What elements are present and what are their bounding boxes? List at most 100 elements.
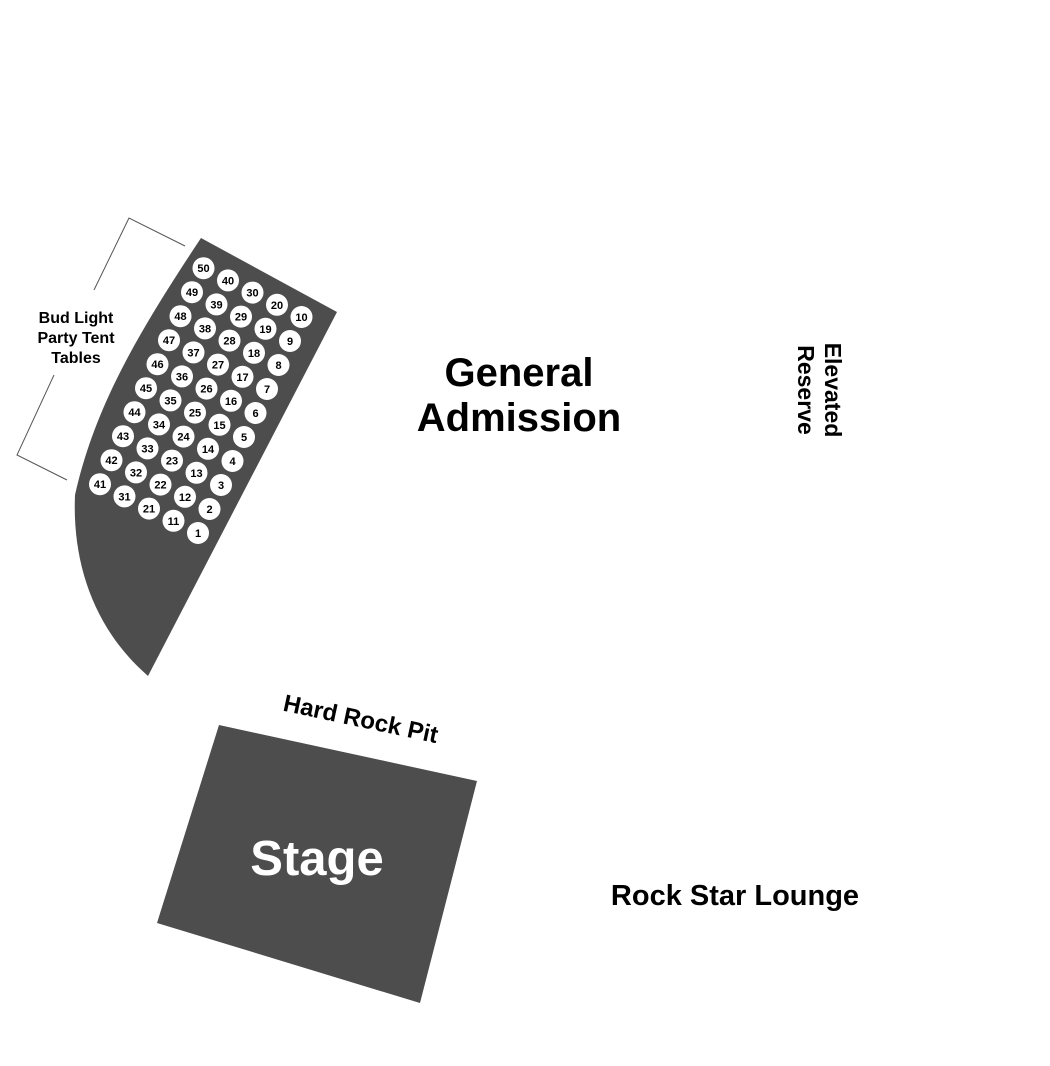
- party-tent-table-33-number: 33: [141, 443, 153, 455]
- general-admission-label-line2[interactable]: Admission: [417, 396, 621, 440]
- party-tent-table-37[interactable]: [182, 341, 205, 364]
- bud-light-label-line3: Tables: [51, 350, 101, 367]
- bud-light-bracket-bottom: [16, 374, 68, 481]
- party-tent-table-39-number: 39: [210, 299, 222, 311]
- party-tent-table-1[interactable]: [187, 522, 209, 544]
- party-tent-table-39[interactable]: [205, 293, 228, 316]
- party-tent-table-22-number: 22: [154, 480, 166, 492]
- party-tent-table-7[interactable]: [256, 378, 278, 400]
- party-tent-table-47[interactable]: [158, 329, 180, 352]
- party-tent-table-4[interactable]: [221, 450, 244, 472]
- party-tent-table-10-number: 10: [295, 312, 307, 324]
- party-tent-table-27[interactable]: [207, 353, 229, 376]
- party-tent-table-21-number: 21: [143, 504, 155, 516]
- party-tent-table-36[interactable]: [171, 365, 193, 388]
- party-tent-table-14-number: 14: [202, 444, 215, 456]
- bud-light-bracket-top: [93, 217, 186, 291]
- party-tent-table-42[interactable]: [100, 449, 123, 472]
- party-tent-table-15[interactable]: [208, 413, 231, 436]
- party-tent-table-41-number: 41: [94, 479, 106, 491]
- party-tent-table-34[interactable]: [148, 413, 170, 436]
- party-tent-table-41[interactable]: [89, 473, 111, 496]
- party-tent-table-10[interactable]: [290, 306, 313, 328]
- party-tent-table-13-number: 13: [190, 468, 202, 480]
- party-tent-table-32-number: 32: [130, 467, 142, 479]
- party-tent-table-22[interactable]: [149, 473, 172, 496]
- party-tent-table-6-number: 6: [252, 408, 258, 420]
- party-tent-table-2[interactable]: [198, 498, 221, 520]
- party-tent-table-50-number: 50: [197, 263, 209, 275]
- party-tent-table-16-number: 16: [225, 396, 237, 408]
- party-tent-table-8[interactable]: [267, 354, 290, 376]
- party-tent-table-40[interactable]: [217, 269, 239, 292]
- party-tent-table-23[interactable]: [161, 449, 183, 472]
- party-tent-table-31[interactable]: [113, 485, 136, 508]
- elevated-reserve-label-line2[interactable]: Reserve: [793, 345, 819, 435]
- party-tent-table-15-number: 15: [213, 420, 225, 432]
- party-tent-table-40-number: 40: [222, 275, 234, 287]
- party-tent-table-31-number: 31: [118, 491, 130, 503]
- party-tent-table-49-number: 49: [186, 287, 198, 299]
- party-tent-table-44-number: 44: [128, 407, 141, 419]
- general-admission-label-line1[interactable]: General: [445, 351, 594, 395]
- party-tent-table-24-number: 24: [177, 432, 190, 444]
- party-tent-table-49[interactable]: [181, 281, 203, 304]
- party-tent-table-45[interactable]: [135, 377, 157, 400]
- party-tent-table-48[interactable]: [169, 305, 192, 328]
- party-tent-table-30[interactable]: [241, 281, 264, 304]
- party-tent-table-18-number: 18: [248, 348, 260, 360]
- party-tent-table-48-number: 48: [174, 311, 186, 323]
- party-tent-table-4-number: 4: [229, 456, 236, 468]
- party-tent-table-25-number: 25: [189, 408, 201, 420]
- party-tent-table-17[interactable]: [231, 365, 254, 388]
- party-tent-table-33[interactable]: [136, 437, 159, 460]
- bud-light-label-line1: Bud Light: [39, 310, 114, 327]
- party-tent-table-30-number: 30: [246, 288, 258, 300]
- hard-rock-pit-label[interactable]: Hard Rock Pit: [281, 690, 441, 749]
- party-tent-table-50[interactable]: [192, 257, 215, 280]
- party-tent-table-44[interactable]: [123, 401, 146, 424]
- party-tent-tables: 1234567891011121314151617181920212223242…: [89, 257, 313, 544]
- party-tent-table-18[interactable]: [243, 341, 265, 364]
- party-tent-table-19-number: 19: [259, 324, 271, 336]
- party-tent-table-35-number: 35: [164, 395, 176, 407]
- party-tent-table-3-number: 3: [218, 480, 224, 492]
- party-tent-table-7-number: 7: [264, 384, 270, 396]
- rock-star-lounge-label[interactable]: Rock Star Lounge: [611, 880, 859, 912]
- party-tent-table-29-number: 29: [235, 312, 247, 324]
- party-tent-table-11[interactable]: [162, 509, 185, 532]
- party-tent-table-6[interactable]: [244, 402, 267, 424]
- party-tent-table-20[interactable]: [266, 293, 288, 316]
- party-tent-table-35[interactable]: [159, 389, 182, 412]
- party-tent-table-38[interactable]: [194, 317, 216, 340]
- party-tent-table-25[interactable]: [184, 401, 206, 424]
- party-tent-table-13[interactable]: [185, 461, 208, 484]
- party-tent-table-1-number: 1: [195, 528, 201, 540]
- party-tent-table-14[interactable]: [197, 437, 219, 460]
- party-tent-table-12-number: 12: [179, 492, 191, 504]
- party-tent-table-21[interactable]: [138, 497, 160, 520]
- party-tent-table-27-number: 27: [212, 360, 224, 372]
- party-tent-table-12[interactable]: [174, 485, 196, 508]
- bud-light-label-line2: Party Tent: [37, 330, 115, 347]
- elevated-reserve-label-line1[interactable]: Elevated: [820, 343, 846, 438]
- party-tent-table-32[interactable]: [125, 461, 147, 484]
- party-tent-table-11-number: 11: [168, 516, 180, 528]
- party-tent-table-9[interactable]: [279, 330, 301, 352]
- party-tent-table-2-number: 2: [206, 504, 212, 516]
- party-tent-table-47-number: 47: [163, 335, 175, 347]
- stage-section[interactable]: [157, 725, 477, 1003]
- party-tent-table-26-number: 26: [200, 384, 212, 396]
- party-tent-table-29[interactable]: [230, 305, 252, 328]
- party-tent-table-16[interactable]: [220, 389, 242, 412]
- party-tent-table-28[interactable]: [218, 329, 241, 352]
- party-tent-table-24[interactable]: [172, 425, 195, 448]
- party-tent-table-19[interactable]: [254, 317, 277, 340]
- party-tent-table-5[interactable]: [233, 426, 255, 448]
- party-tent-table-20-number: 20: [271, 300, 283, 312]
- party-tent-table-26[interactable]: [195, 377, 218, 400]
- party-tent-table-46[interactable]: [146, 353, 169, 376]
- party-tent-table-3[interactable]: [210, 474, 232, 496]
- party-tent-table-43[interactable]: [112, 425, 134, 448]
